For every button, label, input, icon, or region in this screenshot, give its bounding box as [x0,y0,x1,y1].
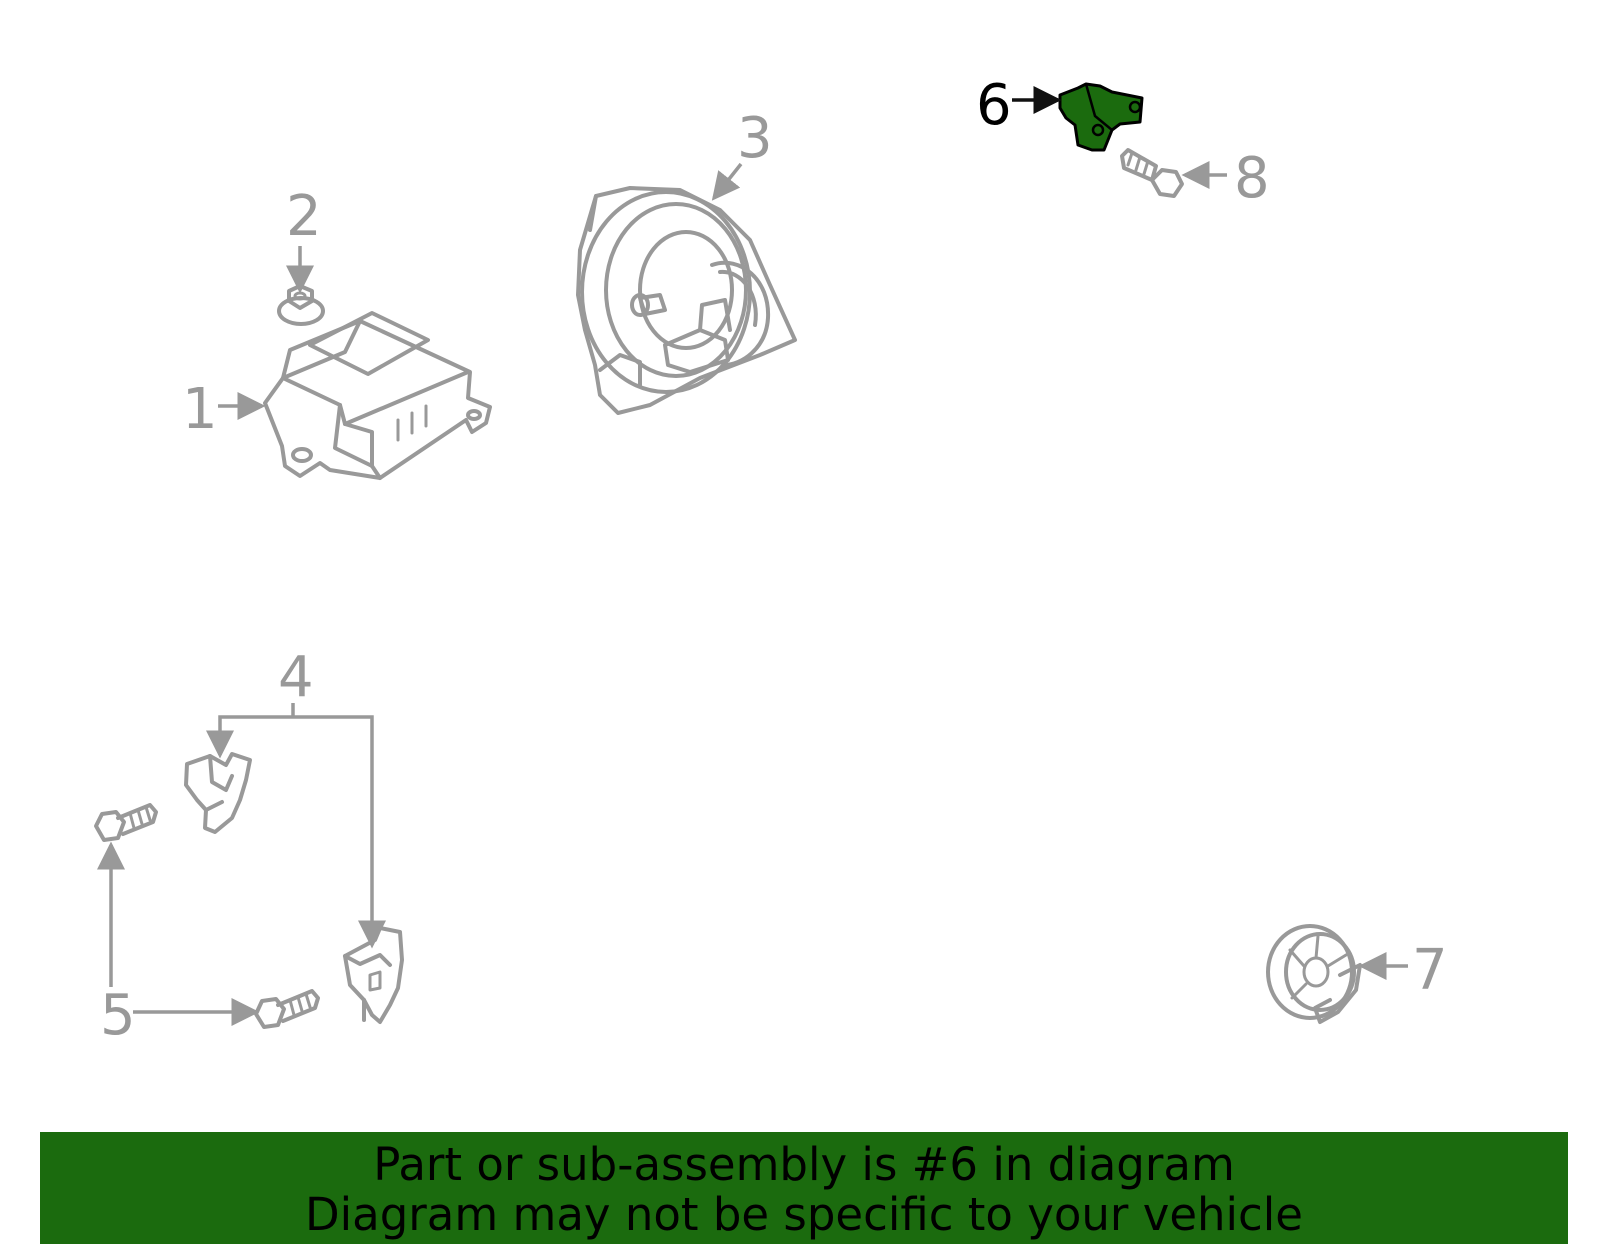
callout-8: 8 [1234,146,1270,211]
part-7-component [1266,924,1362,1024]
part-2-nut [277,284,325,326]
part-4-bracket-upper [184,752,252,834]
part-8-bolt [1120,148,1184,198]
leader-lines [97,86,1408,1026]
part-3-clock-spring [576,186,797,415]
callout-5: 5 [100,983,136,1048]
banner-line-part-number: Part or sub-assembly is #6 in diagram [373,1138,1235,1191]
part-6-sensor-highlighted [1058,82,1144,152]
callout-2: 2 [286,184,322,249]
leader-4 [218,715,386,949]
callout-1: 1 [182,377,218,442]
part-5-bolt-lower [254,989,320,1029]
callout-7: 7 [1412,938,1448,1003]
info-banner: Part or sub-assembly is #6 in diagram Di… [40,1132,1568,1244]
banner-line-disclaimer: Diagram may not be specific to your vehi… [305,1188,1303,1241]
callout-6: 6 [976,73,1012,138]
part-5-bolt-upper [94,803,158,842]
callout-4: 4 [278,645,314,710]
leader-3 [711,162,743,201]
callout-3: 3 [737,106,773,171]
part-1-control-module [263,311,492,480]
